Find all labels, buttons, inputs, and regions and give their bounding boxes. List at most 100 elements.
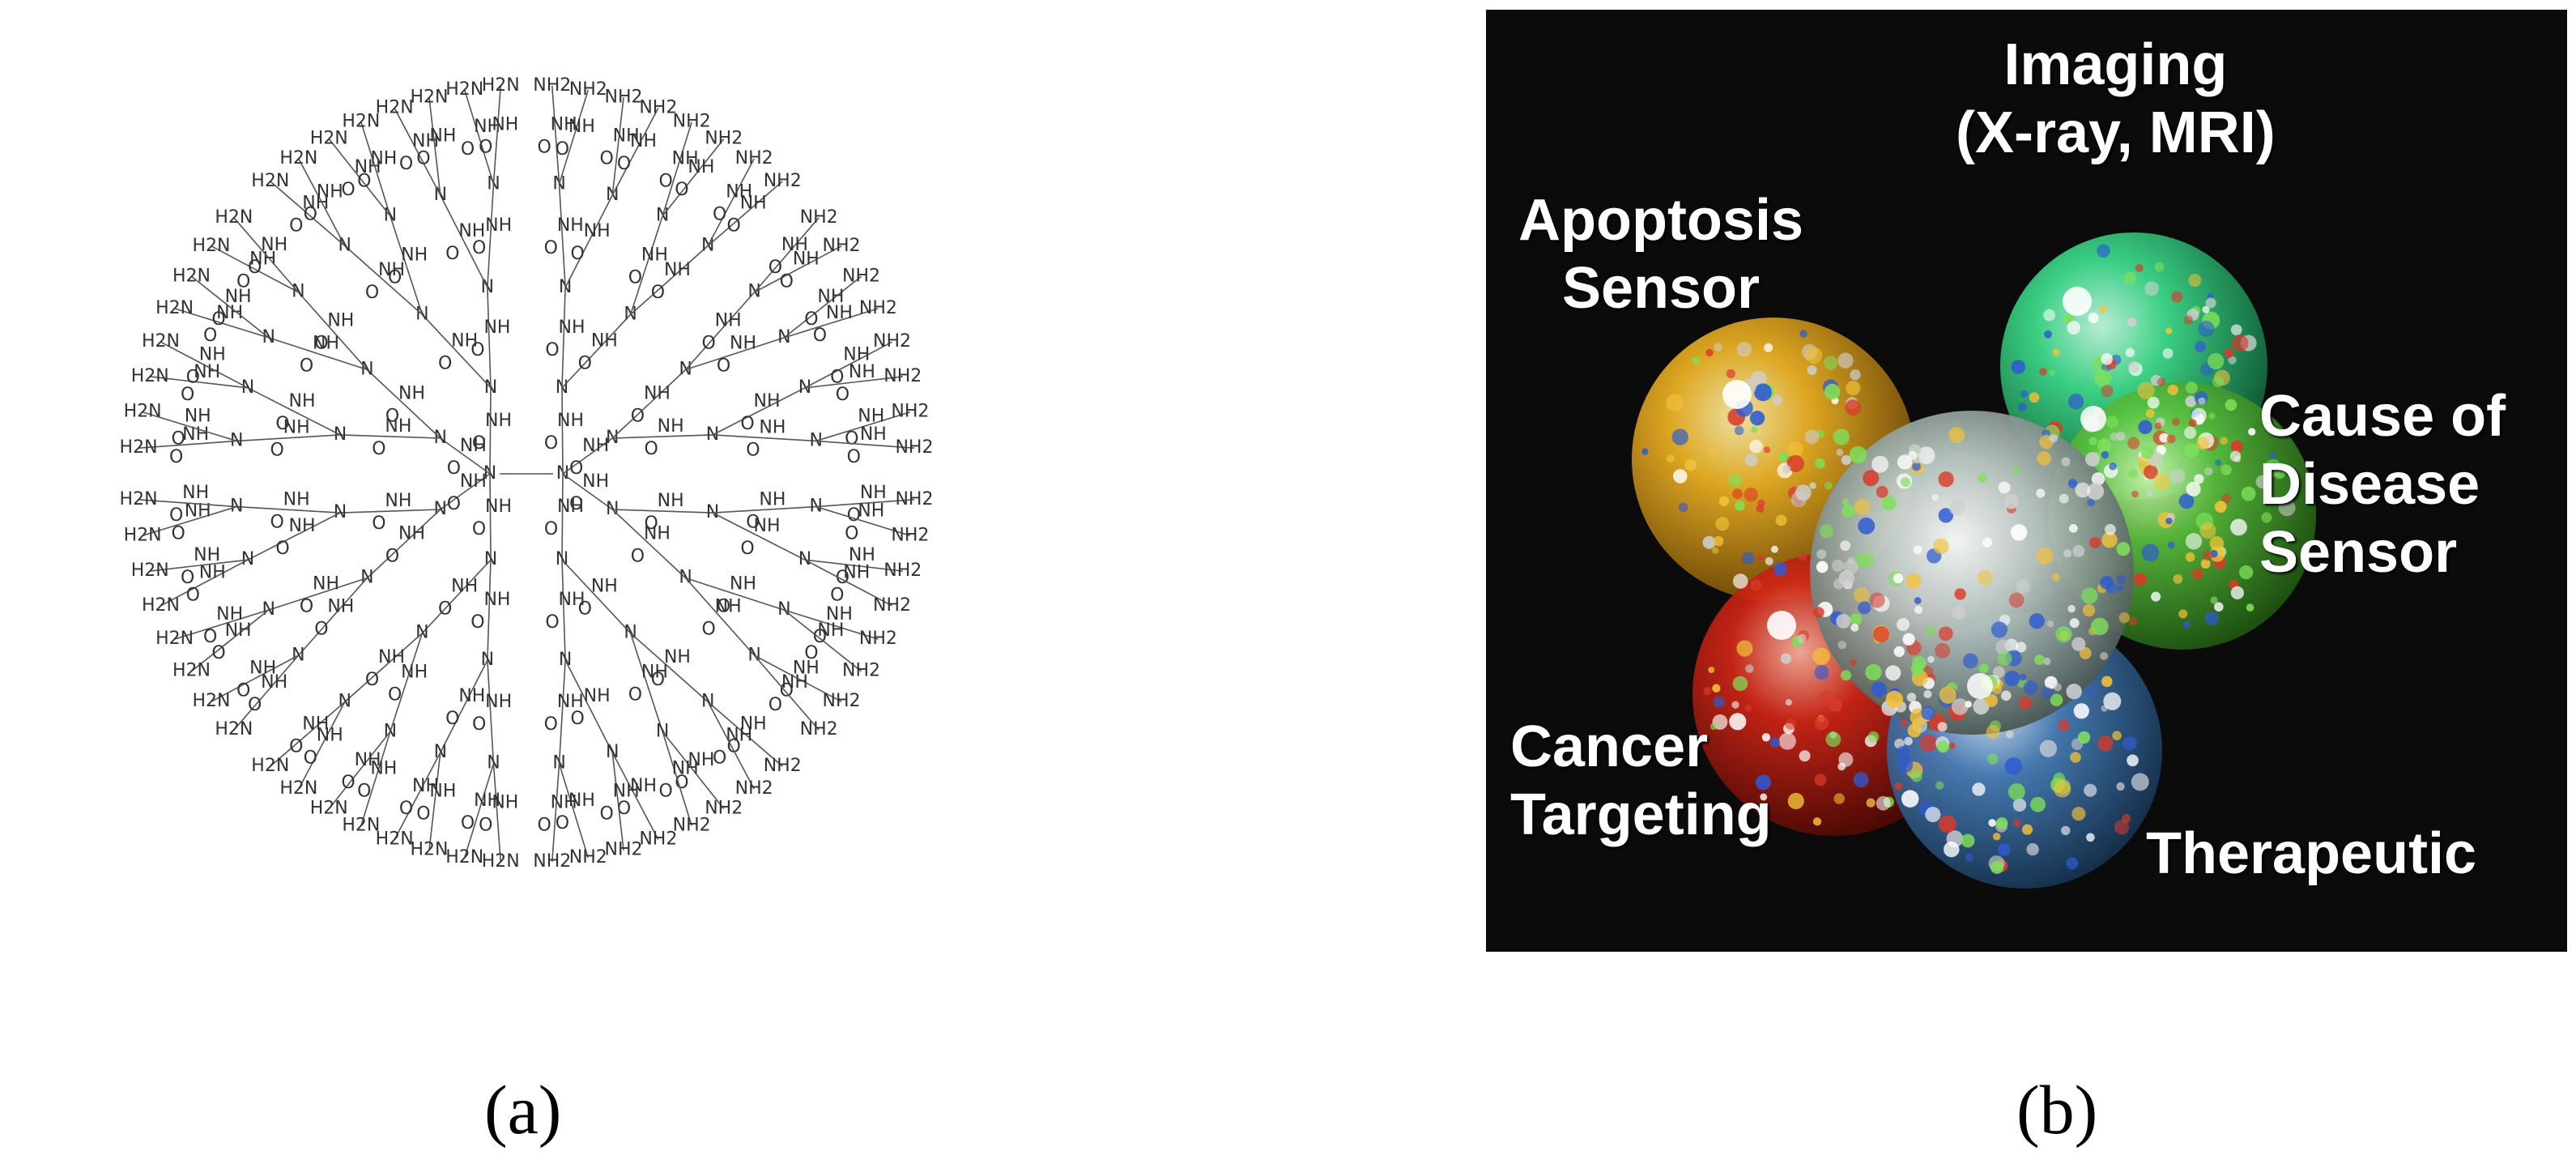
amide-label: NH [288, 516, 315, 536]
amide-label: NH [317, 182, 343, 202]
bond-line [440, 437, 466, 457]
bond-line [402, 403, 441, 439]
amide-label: NH [817, 287, 844, 307]
terminal-amine-label: H2N [279, 778, 317, 799]
atom-bead [1923, 689, 1932, 699]
branch-nitrogen-label: N [606, 499, 619, 519]
atom-bead [1713, 696, 1725, 708]
amide-label: NH [557, 692, 584, 712]
branch-nitrogen-label: N [777, 599, 790, 620]
atom-bead [1756, 554, 1764, 561]
atom-bead [1914, 605, 1923, 614]
atom-bead [1713, 535, 1724, 547]
atom-bead [2067, 604, 2076, 613]
atom-bead [2069, 618, 2080, 629]
amide-label: NH [858, 407, 884, 427]
bond-line [160, 582, 205, 607]
bond-line [394, 795, 419, 840]
atom-bead [2091, 472, 2106, 486]
atom-bead [1881, 496, 1897, 511]
atom-bead [1948, 499, 1965, 516]
bond-line [254, 268, 299, 293]
carbonyl-label: O [599, 149, 613, 169]
bond-line [815, 502, 866, 508]
terminal-amine-label: H2N [251, 756, 289, 776]
branch-nitrogen-label: N [262, 599, 275, 620]
carbonyl-label: O [399, 799, 413, 819]
bond-line [317, 352, 368, 371]
atom-bead [2208, 352, 2225, 370]
bond-line [390, 215, 407, 266]
bond-line [211, 245, 256, 270]
carbonyl-label: O [569, 458, 583, 479]
amide-label: NH [302, 194, 329, 214]
terminal-amine-label: NH2 [842, 661, 880, 681]
carbonyl-label: O [545, 340, 559, 360]
amide-label: NH [860, 483, 887, 503]
branch-nitrogen-label: N [415, 623, 428, 643]
terminal-amine-label: H2N [376, 829, 414, 850]
atom-bead [2220, 437, 2229, 445]
atom-bead [2023, 680, 2038, 695]
atom-bead [1838, 752, 1854, 767]
terminal-amine-label: H2N [482, 851, 520, 872]
bond-line [588, 194, 613, 242]
atom-bead [2202, 550, 2213, 561]
terminal-amine-label: NH2 [533, 851, 571, 872]
amide-label: NH [658, 491, 684, 511]
carbonyl-label: O [780, 271, 794, 292]
bond-line [551, 85, 556, 135]
amide-label: NH [283, 489, 310, 509]
bond-line [489, 184, 495, 237]
carbonyl-label: O [270, 512, 283, 532]
carbonyl-label: O [388, 268, 402, 288]
bond-line [707, 701, 732, 746]
atom-bead [1712, 547, 1719, 554]
atom-bead [2116, 782, 2125, 791]
atom-bead [1871, 681, 1887, 697]
atom-bead [2125, 347, 2135, 357]
bond-line [865, 444, 915, 450]
terminal-amine-label: NH2 [891, 402, 929, 422]
atom-bead [1749, 411, 1765, 426]
atom-bead [1809, 482, 1816, 489]
carbonyl-label: O [544, 714, 558, 735]
atom-bead [2000, 690, 2012, 701]
atom-bead [1938, 815, 1956, 833]
atom-bead [1714, 343, 1722, 352]
atom-bead [1786, 454, 1804, 472]
carbonyl-label: O [472, 714, 486, 735]
bond-line [692, 138, 725, 178]
bond-line [848, 582, 892, 607]
amide-label: NH [849, 362, 875, 382]
bond-line [405, 265, 424, 315]
carbonyl-label: O [203, 326, 217, 346]
amide-label: NH [551, 115, 577, 135]
terminal-amine-label: H2N [192, 236, 230, 256]
terminal-amine-label: H2N [142, 595, 180, 616]
carbonyl-label: O [813, 326, 827, 346]
carbonyl-label: O [740, 414, 754, 434]
bond-line [416, 752, 441, 797]
amide-label: NH [288, 391, 315, 411]
carbonyl-label: O [845, 523, 858, 544]
atom-bead [1816, 561, 1829, 573]
bond-line [394, 108, 419, 152]
atom-bead [1982, 537, 1993, 548]
bond-line [685, 577, 735, 595]
bond-line [496, 812, 502, 863]
atom-bead [2087, 498, 2095, 507]
atom-bead [2178, 493, 2195, 509]
bond-line [645, 682, 663, 732]
label-cancer: Cancer Targeting [1510, 713, 1772, 849]
label-cause-line3: Sensor [2259, 520, 2458, 585]
atom-bead [2230, 586, 2244, 599]
branch-nitrogen-label: N [701, 692, 714, 712]
bond-line [629, 633, 648, 683]
atom-bead [2029, 392, 2040, 403]
carbonyl-label: O [479, 138, 492, 158]
atom-bead [1778, 732, 1796, 750]
atom-bead [2063, 549, 2072, 558]
bond-line [555, 134, 560, 185]
atom-bead [1849, 445, 1867, 464]
